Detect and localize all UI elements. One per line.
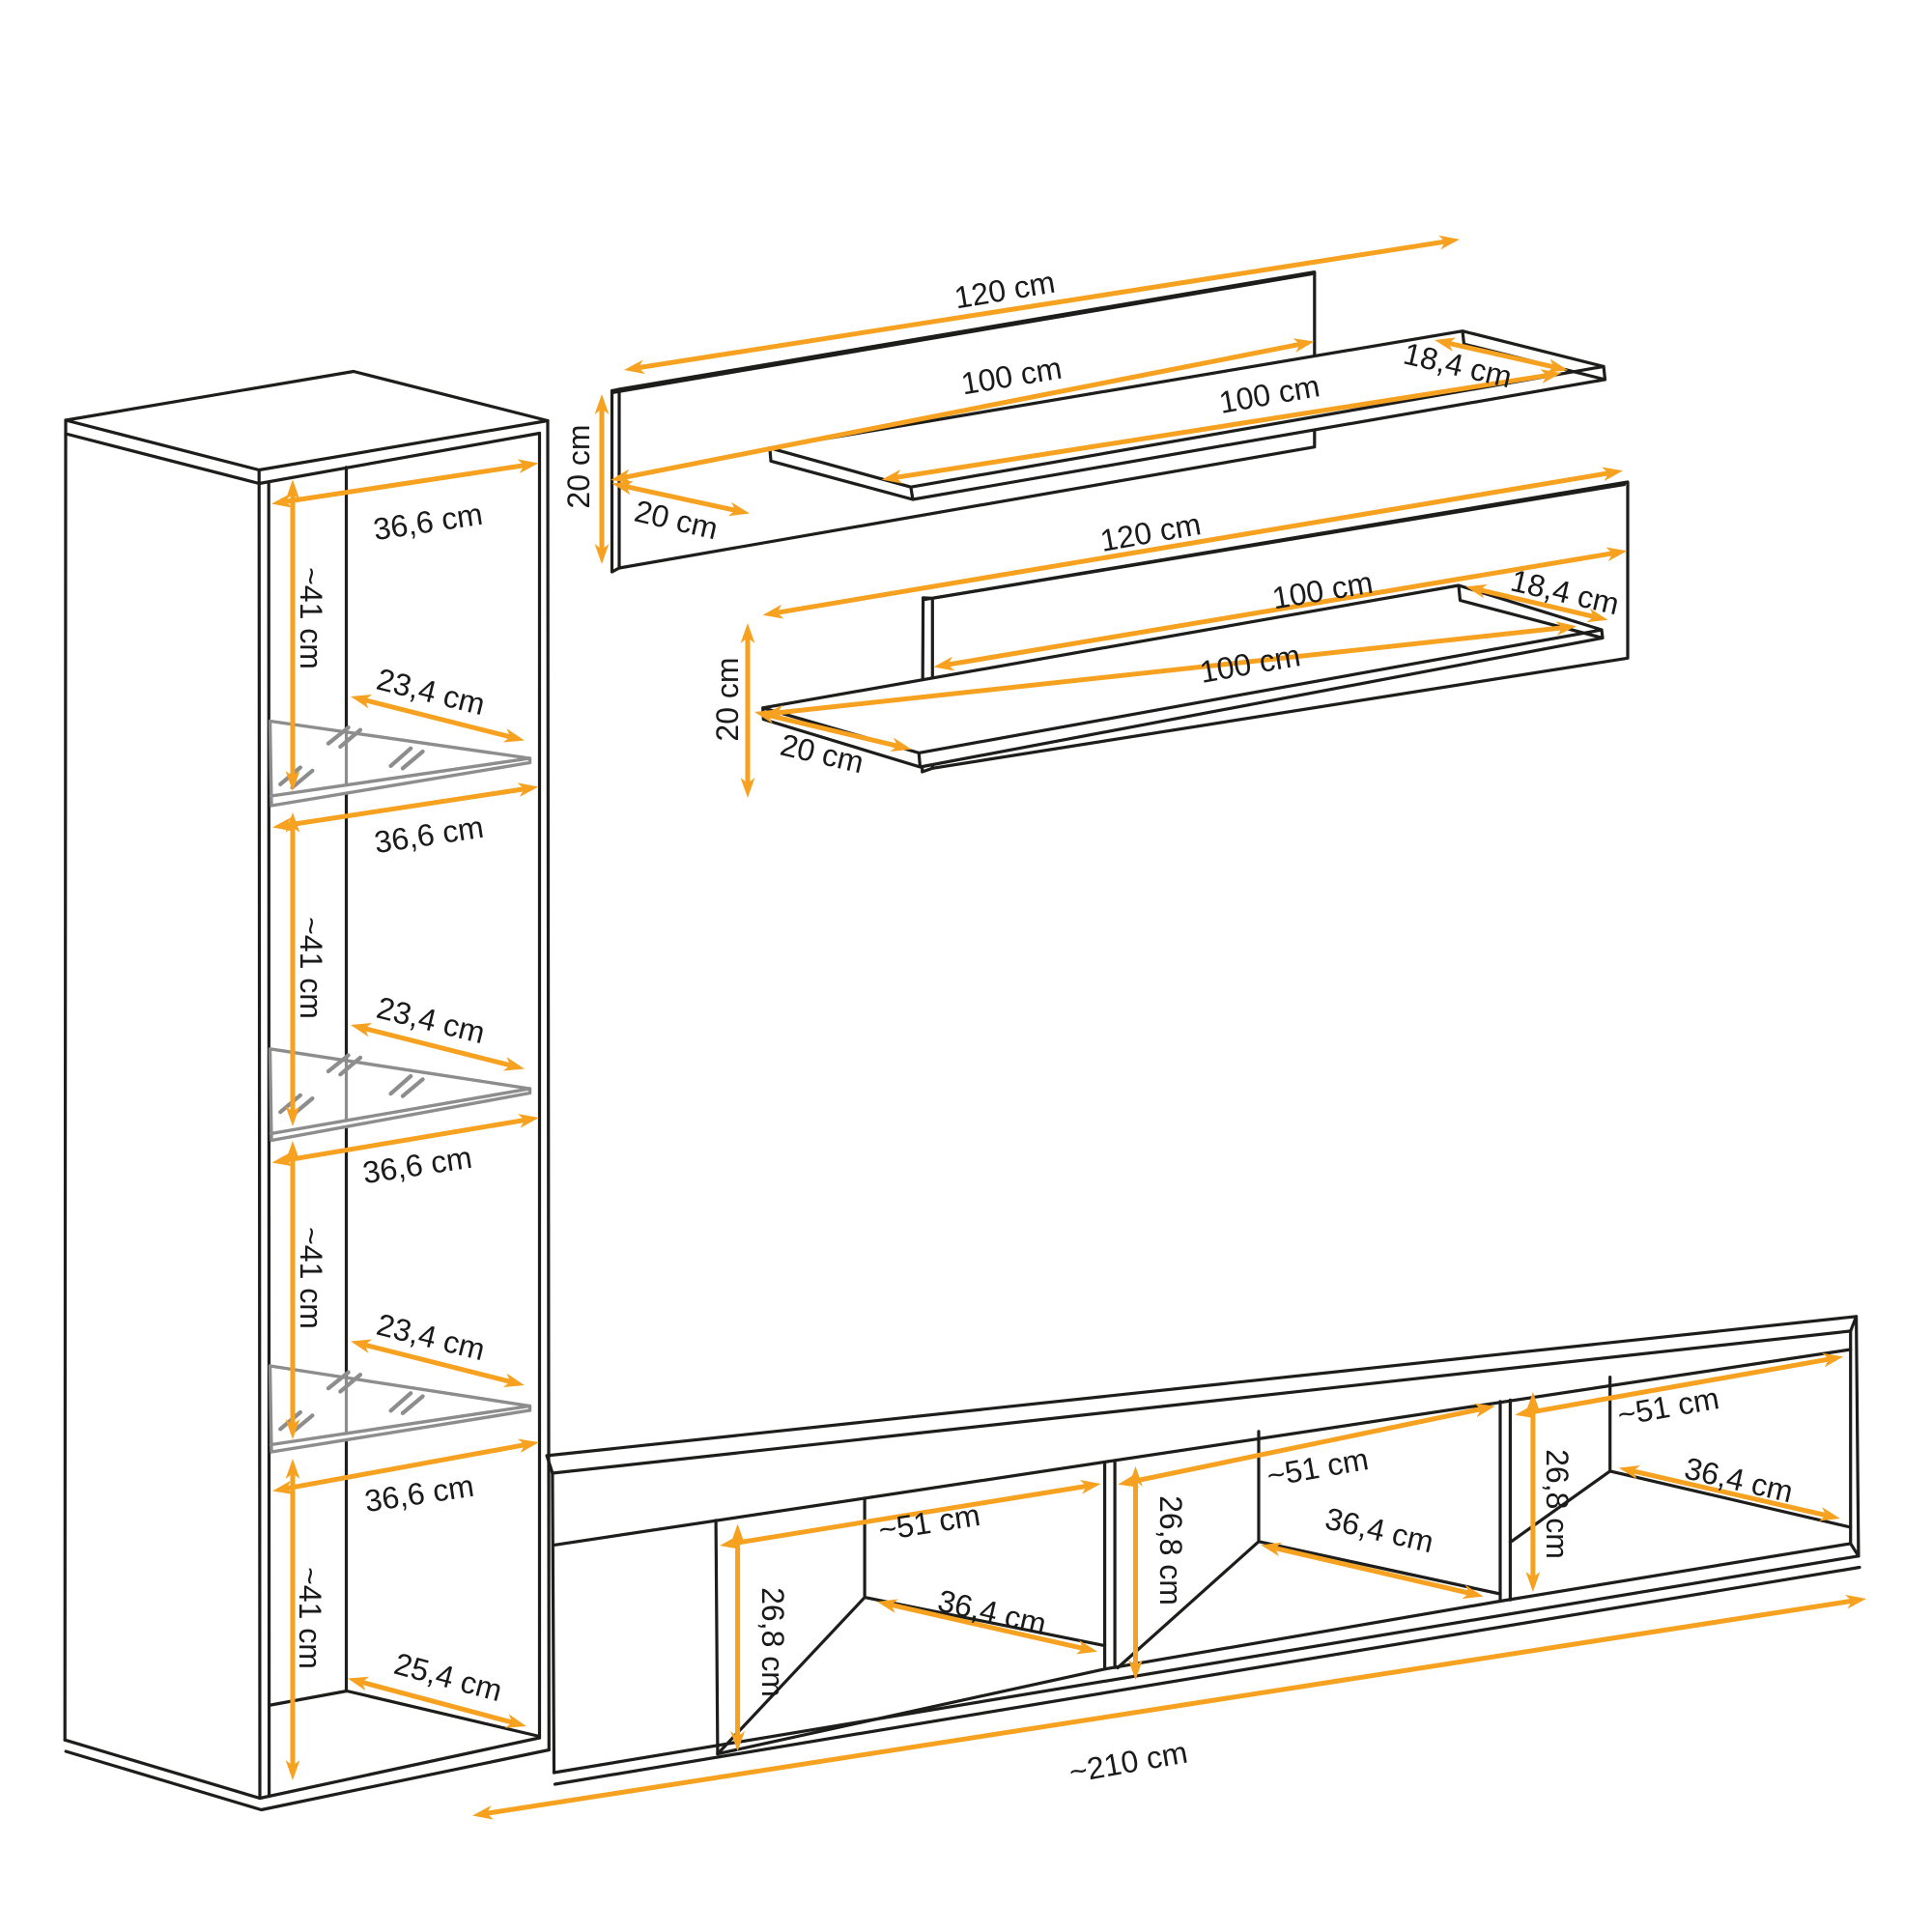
- dimension-label-tv-total-width: ~210 cm: [1066, 1735, 1190, 1790]
- dimension-arrow-cabinet-section1-height: [285, 479, 300, 791]
- dimension-arrow-shelf-upper-panel-length: [624, 235, 1460, 375]
- dimension-arrow-cabinet-section4-height: [285, 1459, 300, 1780]
- tv-divider-1: [1103, 1460, 1117, 1671]
- dimension-arrow-tv-total-width: [472, 1594, 1866, 1820]
- glass-pane: [270, 721, 530, 806]
- dimension-arrow-cabinet-shelf3-depth: [351, 1339, 525, 1388]
- dimension-arrow-cabinet-section3-height: [285, 1141, 300, 1439]
- wall-shelf-upper-board: [768, 329, 1607, 501]
- dimension-label-cabinet-shelf2-depth: 23,4 cm: [373, 990, 488, 1050]
- dimension-label-tv-comp3-width: ~51 cm: [1615, 1380, 1721, 1433]
- tv-right-edges: [1849, 1315, 1861, 1558]
- dimension-label-cabinet-width-top: 36,6 cm: [371, 497, 485, 547]
- shelf-board-face: [769, 330, 1605, 499]
- dimension-label-tv-comp1-height: 26,8 cm: [755, 1587, 790, 1697]
- dimension-label-cabinet-section2-height: ~41 cm: [294, 917, 328, 1019]
- cabinet-right-outer-edge: [546, 418, 551, 1752]
- tv-stand-outline: [545, 1315, 1861, 1786]
- dimension-arrow-cabinet-shelf1-depth: [351, 694, 525, 743]
- dimension-label-shelf-upper-height: 20 cm: [561, 424, 596, 508]
- dimension-label-cabinet-width-shelf3: 36,6 cm: [362, 1468, 476, 1519]
- dimension-arrow-cabinet-shelf2-depth: [351, 1022, 525, 1071]
- panel-side-edges: [921, 482, 1627, 774]
- board-edges: [768, 329, 1607, 501]
- dimension-arrow-cabinet-floor-depth: [348, 1676, 526, 1728]
- dimension-arrow-tv-comp1-depth: [876, 1599, 1097, 1655]
- dimension-arrow-tv-comp2-height: [1128, 1465, 1143, 1681]
- panel-side-edges: [610, 271, 1314, 574]
- dimension-label-cabinet-section3-height: ~41 cm: [294, 1227, 328, 1329]
- dimension-label-cabinet-shelf1-depth: 23,4 cm: [373, 662, 488, 722]
- dimension-label-cabinet-section1-height: ~41 cm: [294, 567, 328, 669]
- cabinet-top-face: [64, 369, 550, 472]
- dimension-label-shelf-upper-panel-length: 120 cm: [952, 265, 1057, 316]
- cabinet-glass-shelves: [268, 719, 532, 1454]
- glass-shelf-1: [268, 719, 532, 808]
- glass-hatch-marks: [278, 1053, 425, 1118]
- dimension-label-shelf-upper-depth: 20 cm: [631, 494, 721, 547]
- cabinet-left-edge: [63, 418, 68, 1742]
- tv-comp1-left-edge: [714, 1519, 720, 1756]
- dimension-arrow-tv-comp2-depth: [1261, 1542, 1484, 1600]
- dimension-arrow-shelf-upper-board-depth: [1435, 337, 1569, 373]
- dimension-arrow-cabinet-section2-height: [285, 812, 300, 1126]
- wall-shelf-upper-panel: [610, 270, 1317, 574]
- dimension-arrow-shelf-upper-height: [594, 394, 610, 564]
- dimension-arrow-tv-comp1-height: [730, 1523, 745, 1751]
- glass-pane: [270, 1048, 530, 1141]
- wall-shelf-upper: [610, 270, 1607, 574]
- dimension-label-tv-comp3-height: 26,8 cm: [1540, 1449, 1575, 1559]
- glass-shelf-2: [268, 1047, 532, 1143]
- dimension-label-tv-comp1-width: ~51 cm: [876, 1497, 982, 1548]
- tv-comp2-interior: [1116, 1430, 1502, 1670]
- tv-comp3-interior: [1508, 1376, 1853, 1545]
- dimension-arrow-tv-comp3-depth: [1618, 1464, 1840, 1521]
- dimension-arrows-layer: [271, 235, 1866, 1820]
- dimension-arrow-cabinet-width-shelf2: [271, 1114, 539, 1167]
- glass-outline: [268, 1047, 532, 1143]
- dimension-label-cabinet-floor-depth: 25,4 cm: [390, 1646, 505, 1708]
- dimension-label-tv-comp2-depth: 36,4 cm: [1321, 1501, 1436, 1560]
- cabinet-front-left-edge: [257, 468, 262, 1801]
- tv-bottom-edges: [552, 1554, 1861, 1786]
- panel-front-face: [617, 270, 1317, 570]
- cabinet-bottom-edges: [63, 1736, 551, 1812]
- dimension-label-cabinet-shelf3-depth: 23,4 cm: [373, 1307, 488, 1367]
- dimension-arrow-shelf-lower-panel-width: [933, 547, 1628, 671]
- tall-cabinet-outline: [63, 369, 551, 1812]
- wall-shelf-lower: [761, 480, 1630, 774]
- tv-divider-2: [1498, 1398, 1512, 1604]
- cabinet-floor-edges: [269, 1689, 542, 1739]
- dimension-label-tv-comp2-height: 26,8 cm: [1153, 1495, 1188, 1605]
- glass-outline: [268, 1364, 532, 1454]
- dimension-arrow-cabinet-width-shelf3: [272, 1438, 539, 1494]
- dimension-arrow-cabinet-width-top: [271, 459, 539, 508]
- tv-opening-top-edge: [553, 1348, 1853, 1547]
- tv-comp1-interior: [716, 1496, 1107, 1756]
- glass-shelf-3: [268, 1364, 532, 1454]
- dimension-arrow-shelf-upper-depth: [611, 480, 750, 517]
- dimension-arrow-cabinet-width-shelf1: [272, 782, 539, 832]
- dimension-arrow-tv-comp3-height: [1525, 1392, 1541, 1592]
- dimension-arrow-shelf-lower-panel-length: [762, 467, 1623, 619]
- glass-hatch-marks: [278, 725, 425, 790]
- dimension-arrow-shelf-lower-depth: [754, 709, 912, 753]
- glass-pane: [270, 1366, 530, 1452]
- wall-shelf-lower-board: [761, 583, 1605, 769]
- dimension-arrow-shelf-upper-board-length: [881, 369, 1562, 484]
- dimension-arrow-shelf-lower-board-depth: [1465, 583, 1608, 623]
- dimension-label-shelf-lower-height: 20 cm: [710, 657, 745, 741]
- glass-hatch-marks: [278, 1370, 425, 1435]
- dimension-arrow-shelf-upper-panel-width: [611, 338, 1315, 484]
- shelf-board-face: [762, 585, 1603, 767]
- glass-outline: [268, 719, 532, 808]
- tv-left-edge: [551, 1471, 556, 1775]
- tv-opening-bottom-edge: [716, 1542, 1853, 1756]
- dimension-label-tv-comp1-depth: 36,4 cm: [934, 1583, 1049, 1642]
- dimension-label-cabinet-width-shelf1: 36,6 cm: [372, 810, 486, 860]
- dimension-arrow-shelf-lower-height: [740, 623, 755, 798]
- dimension-label-cabinet-section4-height: ~41 cm: [293, 1567, 327, 1669]
